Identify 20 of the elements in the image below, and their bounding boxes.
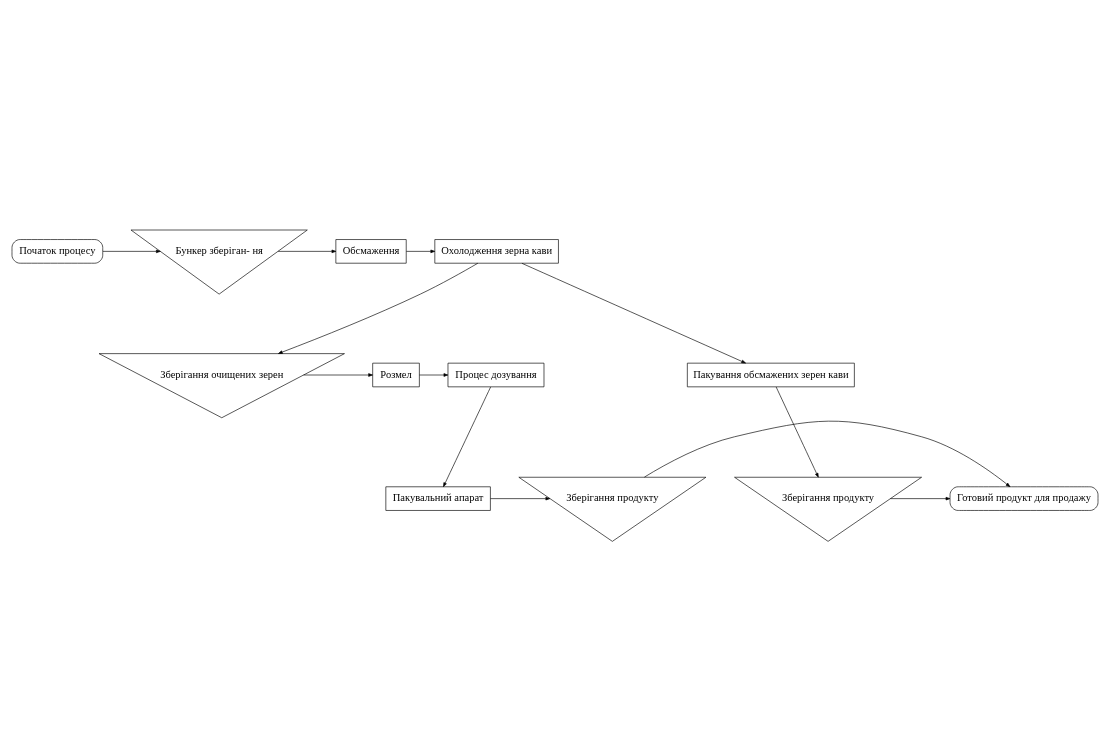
arrow <box>490 496 551 500</box>
arrow <box>419 372 449 377</box>
arrow <box>521 262 746 363</box>
node-box: Готовий продукт для продажу <box>949 485 1099 511</box>
node-box: Розмел <box>372 362 420 387</box>
node-box: Охолодження зерна кави <box>434 238 559 264</box>
node-box: Початок процесу <box>11 238 104 264</box>
node-box: Пакування обсмажених зерен кави <box>687 362 855 387</box>
arrow <box>277 249 337 253</box>
arrow <box>303 372 373 377</box>
arrow <box>406 249 436 253</box>
node-box: Пакувальний апарат <box>385 485 491 511</box>
arrow <box>443 386 491 487</box>
node-box: Обсмаження <box>335 238 407 264</box>
node-box: Процес дозування <box>447 362 545 387</box>
arrow <box>775 386 819 478</box>
arrow <box>278 262 479 354</box>
arrow <box>102 249 161 253</box>
arrow <box>890 496 951 500</box>
arrow <box>644 420 1011 487</box>
